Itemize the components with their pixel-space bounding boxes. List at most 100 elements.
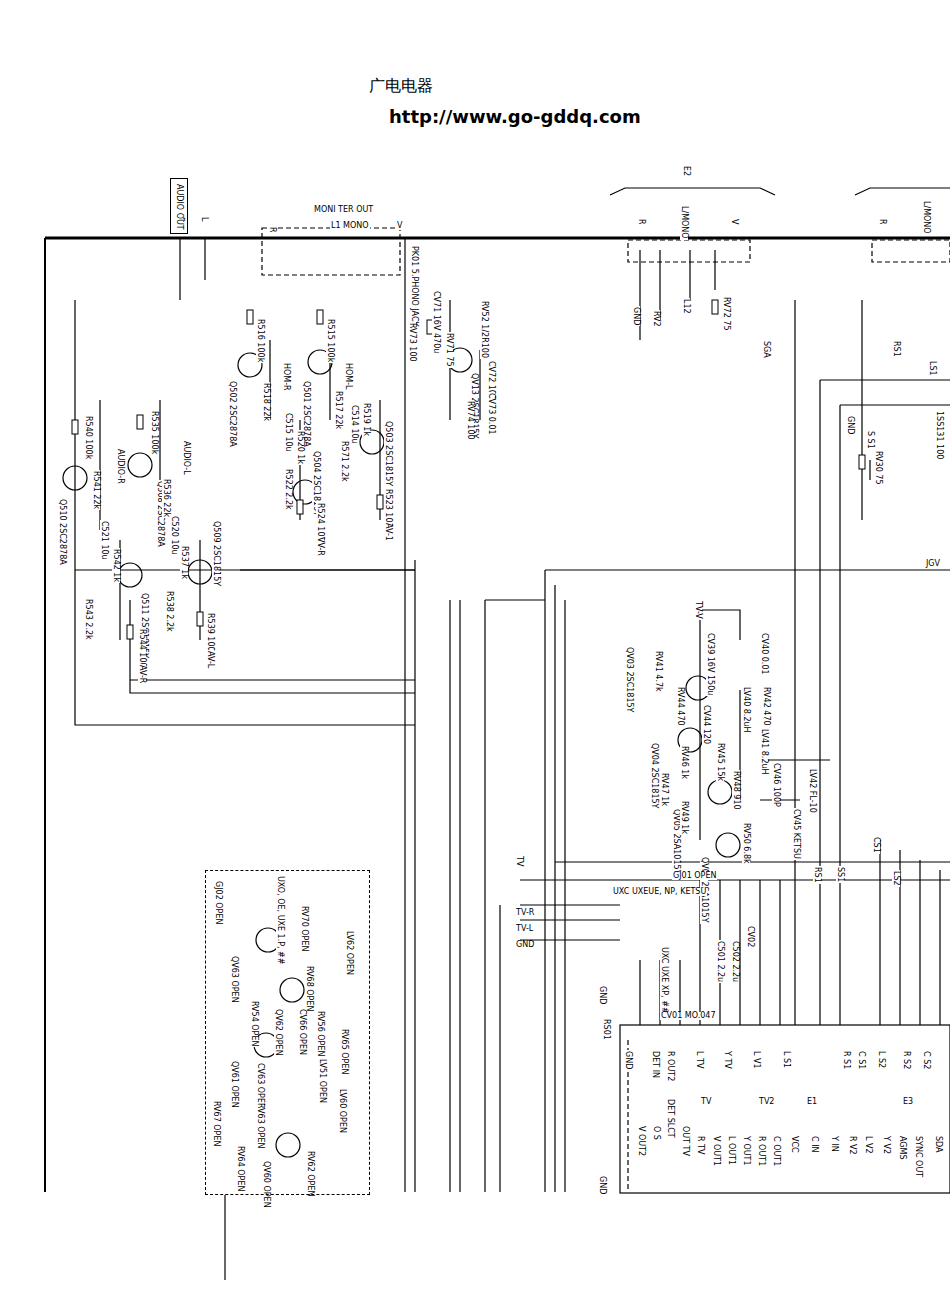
wire-line — [224, 1195, 225, 1280]
component-label: R522 2.2k — [284, 468, 292, 511]
component-label: CV39 16V 150u — [706, 632, 714, 696]
component-label: V OUT2 — [637, 1125, 645, 1157]
component-label: R542 1k — [112, 548, 120, 583]
component-label: L — [200, 216, 208, 222]
component-label: L S1 — [782, 1050, 790, 1069]
wire-line — [628, 240, 750, 262]
component-label: RV48 910 — [732, 770, 740, 811]
component-label: 1SS131 100 — [935, 410, 943, 460]
component-label: VV-R — [316, 536, 324, 557]
transistor-symbol — [708, 780, 732, 804]
component-label: C OUT1 — [772, 1135, 780, 1167]
component-label: SYNC OUT — [914, 1135, 922, 1178]
component-label: C520 10u — [170, 515, 178, 556]
component-label: AV-R — [138, 664, 146, 684]
component-label: LV51 OPEN — [318, 1058, 326, 1104]
component-label: RS1 — [813, 866, 821, 884]
component-label: GND — [846, 415, 854, 435]
component-label: GND — [515, 941, 535, 949]
transistor-symbol — [716, 833, 740, 857]
component-label: R — [268, 226, 276, 234]
component-label: RV41 4.7k — [654, 650, 662, 693]
wire-line — [100, 400, 200, 640]
component-label: Q502 2SC2878A — [228, 380, 236, 448]
component-label: C502 2.2u — [731, 940, 739, 983]
component-label: RV62 OPEN — [306, 1150, 314, 1197]
wire-line — [270, 340, 380, 520]
component-label: QV04 2SC1815Y — [650, 742, 658, 810]
component-label: RV42 470 — [762, 686, 770, 727]
component-label: RV52 1/2R100 — [480, 300, 488, 359]
component-label: R541 22k — [92, 470, 100, 510]
component-label: QV63 OPEN — [230, 955, 238, 1004]
component-label: L V1 — [752, 1050, 760, 1070]
component-label: V — [396, 222, 403, 230]
component-label: R544 100 — [138, 628, 146, 669]
wire-line — [180, 238, 205, 300]
jack-box: AUDIO OUT — [170, 178, 188, 234]
component-label: LS2 — [892, 870, 900, 887]
component-label: RV71 75 — [445, 332, 453, 368]
component-label: R538 2.2k — [165, 590, 173, 633]
component-label: R518 22k — [262, 382, 270, 422]
component-label: L V2 — [864, 1135, 872, 1155]
component-label: RV46 1k — [680, 745, 688, 780]
component-label: LS1 — [928, 360, 936, 377]
component-label: Q510 2SC2878A — [58, 498, 66, 566]
component-label: QV05 2SA1015Y — [672, 808, 680, 876]
component-label: LV42 FL-10 — [808, 768, 816, 814]
component-label: DET IN — [651, 1050, 659, 1079]
component-label: RV2 — [652, 310, 660, 328]
component-label: Y V2 — [882, 1135, 890, 1155]
component-label: R540 100k — [84, 415, 92, 460]
component-label: L S2 — [877, 1050, 885, 1069]
component-label: GND — [632, 306, 640, 326]
wire-group — [45, 188, 950, 1280]
component-label: C S1 — [857, 1050, 865, 1070]
component-label: R536 22k — [162, 478, 170, 518]
component-label: RV54 OPEN — [250, 1000, 258, 1047]
component-label: S S1 — [866, 430, 874, 450]
component-label: UXC UXE XP, ## — [660, 946, 668, 1015]
wire-line — [545, 570, 950, 1192]
component-label: HOM-R — [282, 362, 290, 392]
component-label: 广电电器 — [368, 78, 434, 94]
component-outline — [297, 500, 303, 514]
component-label: L TV — [695, 1050, 703, 1069]
component-label: CV71 16V 470u — [432, 290, 440, 354]
component-label: LV40 8.2uH — [742, 686, 750, 734]
component-label: CV66 OPEN — [298, 1008, 306, 1056]
component-label: L1 MONO — [330, 222, 370, 230]
component-label: AUDIO-L — [182, 440, 190, 476]
component-label: DET SLCT — [666, 1098, 674, 1139]
component-label: RV68 OPEN — [305, 965, 313, 1012]
component-outline — [859, 455, 865, 469]
component-label: RV72 75 — [722, 296, 730, 332]
component-label: C S2 — [922, 1050, 930, 1070]
component-label: CS1 — [872, 836, 880, 854]
component-label: R V2 — [848, 1135, 856, 1156]
wire-line — [44, 238, 46, 1192]
component-label: RV67 OPEN — [212, 1100, 220, 1147]
component-label: Y IN — [830, 1135, 838, 1153]
component-label: TV — [515, 855, 523, 867]
component-label: OUT TV — [681, 1125, 689, 1157]
component-label: C IN — [810, 1135, 818, 1153]
component-label: R515 100k — [326, 318, 334, 363]
node-text: UXO, OE, UXE 1.P, ## — [276, 875, 284, 966]
component-label: E3 — [902, 1098, 914, 1106]
wire-line — [555, 861, 950, 862]
wire-line — [449, 600, 450, 1192]
component-label: RS1 — [892, 340, 900, 358]
component-label: L12 — [682, 298, 690, 315]
component-label: O S — [652, 1125, 660, 1141]
component-label: RV73 100 — [408, 322, 416, 363]
wire-line — [795, 300, 840, 1025]
component-label: L OUT1 — [727, 1135, 735, 1166]
wire-line — [459, 600, 460, 1192]
component-outline — [317, 310, 323, 324]
component-label: RS01 — [602, 1018, 610, 1041]
component-label: L/MONO — [922, 200, 930, 235]
component-label: HOM-L — [344, 362, 352, 391]
component-label: R537 1k — [180, 545, 188, 580]
